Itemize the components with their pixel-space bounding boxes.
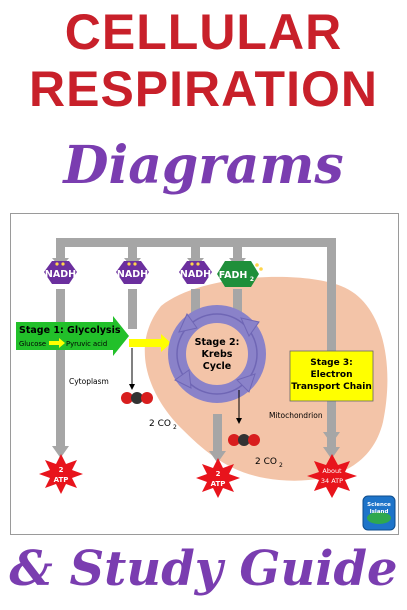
co2-subscript-2: 2 xyxy=(279,462,283,469)
nadh-label-1: NADH xyxy=(45,269,76,280)
atp2-unit: ATP xyxy=(211,480,226,488)
stage2-line3: Cycle xyxy=(203,361,232,372)
stage3-line3: Transport Chain xyxy=(291,382,372,392)
fadh2-hexagon: FADH 2 xyxy=(217,261,263,287)
stage3-line2: Electron xyxy=(310,370,352,380)
title-line-3: Diagrams xyxy=(63,135,344,196)
stage1-glycolysis-arrow: Stage 1: Glycolysis Glucose Pyruvic acid xyxy=(16,316,129,356)
nadh-hexagon-1: NADH xyxy=(44,261,77,284)
atp2-number: 2 xyxy=(216,470,221,478)
fadh-label: FADH xyxy=(219,270,248,281)
mitochondrion-shape xyxy=(144,276,388,481)
stage2-line1: Stage 2: xyxy=(195,337,240,348)
atp3-unit: 34 ATP xyxy=(321,477,343,485)
co2-molecule-2 xyxy=(228,434,260,446)
nadh-hexagon-2: NADH xyxy=(116,261,149,284)
glucose-label: Glucose xyxy=(19,340,46,348)
krebs-cycle-ring: Stage 2: Krebs Cycle xyxy=(168,305,266,403)
co2-label-1: 2 CO xyxy=(149,419,171,429)
pyruvate-to-krebs-arrow xyxy=(129,334,171,352)
science-island-logo: Science Island xyxy=(362,495,396,531)
nadh-label-2: NADH xyxy=(117,269,148,280)
mitochondrion-label: Mitochondrion xyxy=(269,411,323,420)
logo-line-1: Science xyxy=(367,502,391,508)
stage1-title: Stage 1: Glycolysis xyxy=(19,325,121,336)
atp1-number: 2 xyxy=(59,466,64,474)
diagram-frame: NADH NADH NADH FADH 2 Stage 1: Glycolysi… xyxy=(10,213,399,535)
co2-label-2: 2 CO xyxy=(255,457,277,467)
pyruvic-acid-label: Pyruvic acid xyxy=(66,340,107,348)
nadh-label-3: NADH xyxy=(180,269,211,280)
atp3-number: About xyxy=(322,467,342,475)
logo-line-2: Island xyxy=(370,509,389,515)
atp1-unit: ATP xyxy=(54,476,69,484)
title-line-1: CELLULAR xyxy=(64,4,343,60)
cytoplasm-label: Cytoplasm xyxy=(69,377,109,386)
atp-burst-1: 2 ATP xyxy=(39,454,83,494)
top-return-arrow xyxy=(56,238,336,438)
nadh-hexagon-3: NADH xyxy=(179,261,212,284)
title-line-2: RESPIRATION xyxy=(29,61,378,117)
respiration-diagram: NADH NADH NADH FADH 2 Stage 1: Glycolysi… xyxy=(16,238,396,531)
fadh-subscript: 2 xyxy=(250,276,254,283)
co2-molecule-1 xyxy=(121,392,153,404)
atp-burst-2: 2 ATP xyxy=(196,458,240,498)
co2-subscript-1: 2 xyxy=(173,424,177,431)
subtitle: & Study Guide xyxy=(9,541,398,597)
stage3-box: Stage 3: Electron Transport Chain xyxy=(289,350,374,402)
atp-burst-3: About 34 ATP xyxy=(307,454,357,498)
stage2-line2: Krebs xyxy=(202,349,233,360)
stage3-line1: Stage 3: xyxy=(310,358,352,368)
